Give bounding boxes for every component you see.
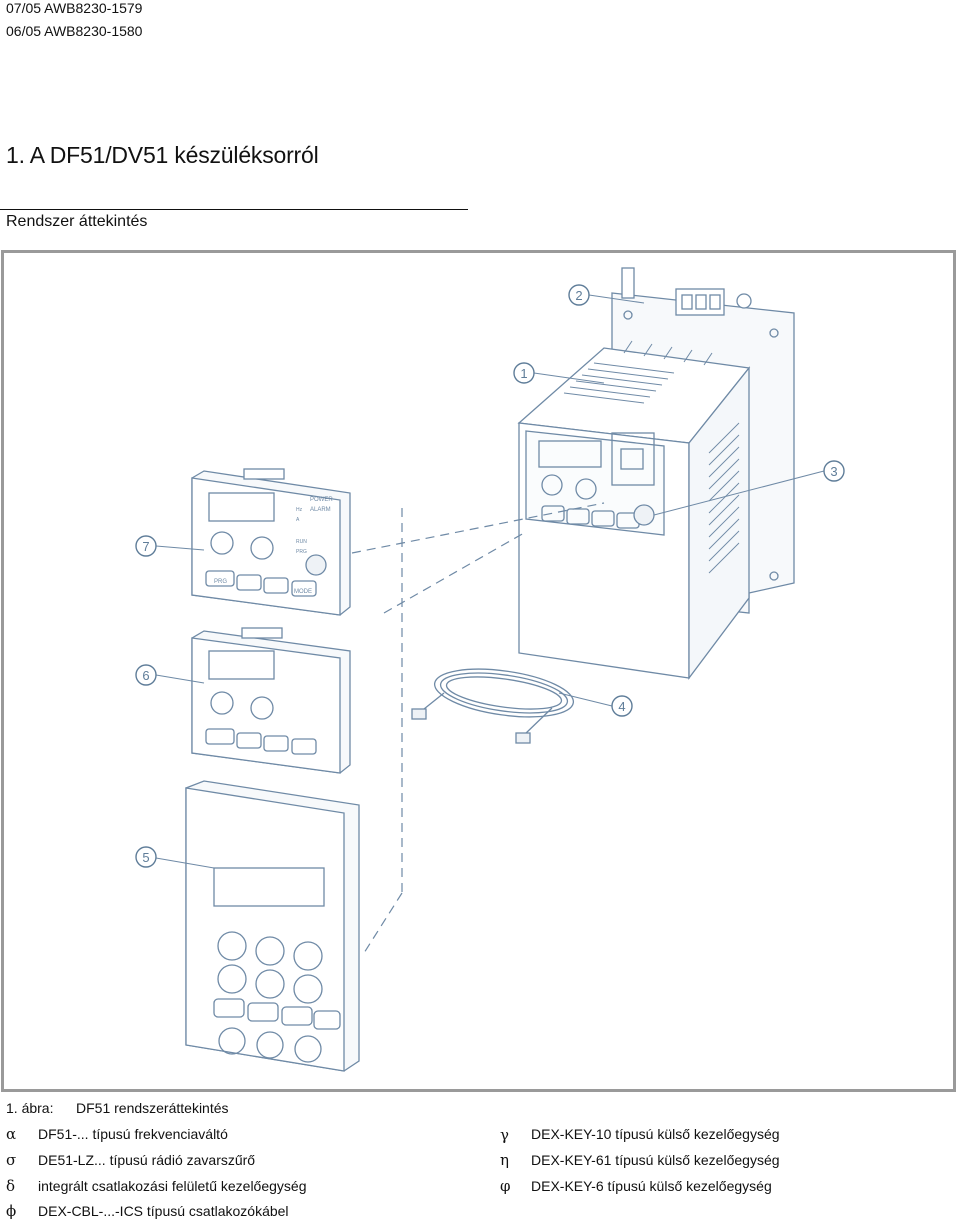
keypad7-prg-small-label: PRG — [296, 549, 307, 555]
legend-left-1-symbol: α — [6, 1125, 17, 1143]
legend-right-3-text: DEX-KEY-6 típusú külső kezelőegység — [531, 1178, 772, 1194]
keypad7-hz-label: Hz — [296, 507, 303, 513]
legend-left-3-text: integrált csatlakozási felületű kezelőeg… — [38, 1178, 307, 1194]
legend-right-2-symbol: η — [500, 1151, 509, 1169]
keypad7-run-label: RUN — [296, 539, 307, 545]
callout-1-number: 1 — [520, 366, 527, 381]
callout-leaders — [155, 294, 825, 869]
callout-7-number: 7 — [142, 539, 149, 554]
callout-6-number: 6 — [142, 668, 149, 683]
keypad7-a-label: A — [296, 517, 300, 523]
keypad7-prg-label: PRG — [214, 579, 227, 585]
figure-caption-text: DF51 rendszeráttekintés — [76, 1100, 229, 1116]
page-title: 1. A DF51/DV51 készüléksorról — [6, 142, 319, 168]
callout-4-number: 4 — [618, 699, 625, 714]
callout-1: 1 — [513, 362, 535, 384]
assembly-dashed-lines — [351, 502, 605, 954]
doc-code-1: 07/05 AWB8230-1579 — [6, 0, 143, 16]
frequency-inverter-drawing — [517, 267, 795, 680]
doc-code-2: 06/05 AWB8230-1580 — [6, 23, 143, 39]
legend-left-1-text: DF51-... típusú frekvenciaváltó — [38, 1126, 228, 1142]
connection-cable-drawing — [411, 668, 575, 744]
legend-right-1-text: DEX-KEY-10 típusú külső kezelőegység — [531, 1126, 780, 1142]
keypad-dex-key-6-drawing — [185, 780, 360, 1072]
callout-6: 6 — [135, 664, 157, 686]
callout-2: 2 — [568, 284, 590, 306]
callout-2-number: 2 — [575, 288, 582, 303]
callout-3-number: 3 — [830, 464, 837, 479]
legend-left-2-text: DE51-LZ... típusú rádió zavarszűrő — [38, 1152, 256, 1168]
system-overview-drawing: PRG MODE POWER ALARM Hz A RUN PRG — [135, 267, 845, 1072]
callout-5-number: 5 — [142, 850, 149, 865]
callout-3: 3 — [823, 460, 845, 482]
callout-4: 4 — [611, 695, 633, 717]
keypad-dex-key-10-drawing: PRG MODE POWER ALARM Hz A RUN PRG — [191, 468, 351, 616]
figure-caption-label: 1. ábra: — [6, 1100, 54, 1116]
legend-left-3-symbol: δ — [6, 1177, 16, 1195]
keypad-dex-key-61-drawing — [191, 627, 351, 774]
callout-5: 5 — [135, 846, 157, 868]
legend-right-1-symbol: γ — [500, 1126, 509, 1144]
section-heading: Rendszer áttekintés — [6, 213, 148, 230]
section-rule — [0, 209, 468, 210]
legend-left-4-text: DEX-CBL-...-ICS típusú csatlakozókábel — [38, 1203, 289, 1219]
legend-left-2-symbol: σ — [6, 1151, 17, 1169]
keypad7-mode-label: MODE — [294, 589, 312, 595]
keypad7-power-label: POWER — [310, 497, 333, 503]
legend-left-4-symbol: ϕ — [6, 1202, 17, 1220]
system-overview-figure: PRG MODE POWER ALARM Hz A RUN PRG — [1, 250, 956, 1092]
legend-right-2-text: DEX-KEY-61 típusú külső kezelőegység — [531, 1152, 780, 1168]
legend-right-3-symbol: φ — [500, 1177, 511, 1195]
callout-7: 7 — [135, 535, 157, 557]
keypad7-alarm-label: ALARM — [310, 507, 331, 513]
